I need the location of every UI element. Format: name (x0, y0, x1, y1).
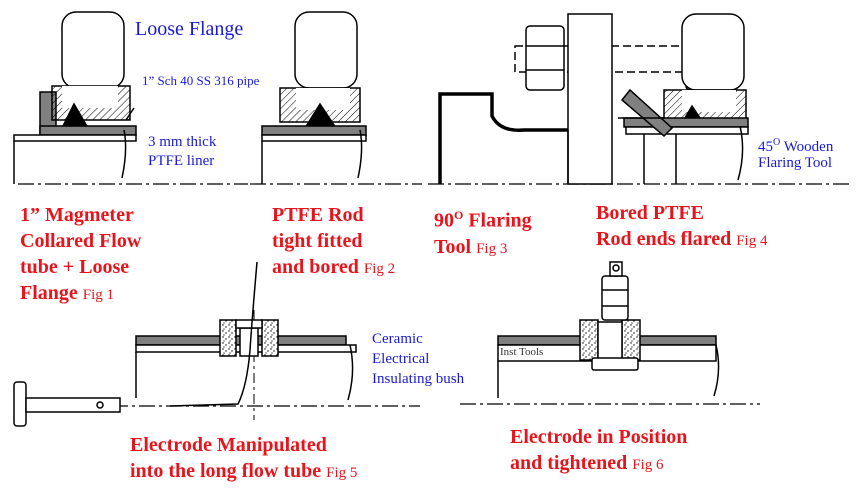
fig4-ptfe-rod (625, 126, 749, 135)
fig4-loose-flange (681, 13, 745, 91)
fig4-wooden-tool (620, 88, 674, 138)
fig5-electrode-stem (25, 397, 121, 413)
fig6-caption: Electrode in Position and tightened Fig … (510, 426, 688, 474)
wooden-tool-label-line2: Flaring Tool (758, 155, 833, 171)
fig2-loose-flange (294, 11, 358, 89)
fig3-flaring-tool (438, 92, 568, 184)
fig6-bush-left (579, 319, 599, 361)
fig5-bush-core (239, 327, 259, 357)
fig1-caption: 1” Magmeter Collared Flow tube + Loose F… (20, 204, 142, 304)
wooden-tool-label-line1: 45O Wooden (758, 137, 834, 155)
liner-label-line1: 3 mm thick (148, 134, 217, 150)
fig5-electrode-head (13, 381, 27, 427)
fig4-pipe-wall (623, 117, 749, 128)
fig1-pipe-wall (39, 125, 137, 136)
loose-flange-label: Loose Flange (135, 18, 244, 40)
fig2-ptfe-rod (261, 134, 367, 142)
pipe-spec-label: 1” Sch 40 SS 316 pipe (142, 73, 260, 88)
fig5-caption: Electrode Manipulated into the long flow… (130, 434, 358, 482)
fig4-nut-left (525, 25, 565, 91)
fig2-drawing (250, 11, 422, 185)
fig6-nut (601, 275, 629, 321)
fig6-bush-right (621, 319, 641, 361)
fig5-electrode-wire (169, 261, 258, 407)
fig6-electrode-tip (591, 357, 639, 371)
fig2-pipe-wall (261, 125, 367, 136)
fig6-electrode-body (597, 321, 623, 361)
fig5-drawing (13, 261, 420, 427)
fig1-loose-flange (61, 11, 125, 89)
bush-label-line1: Ceramic (372, 331, 423, 347)
fig3-fig4-drawing (428, 13, 850, 185)
fig5-bush-right (261, 319, 279, 357)
fig5-bush-left (219, 319, 237, 357)
fig1-ptfe-liner (13, 134, 137, 142)
fig2-caption: PTFE Rod tight fitted and bored Fig 2 (272, 204, 396, 278)
fig6-drawing (460, 261, 760, 405)
fig4-caption: Bored PTFE Rod ends flared Fig 4 (596, 202, 768, 250)
liner-label-line2: PTFE liner (148, 153, 215, 169)
fig3-tool-shaft (567, 13, 613, 185)
fig3-caption: 90O Flaring Tool Fig 3 (434, 208, 532, 258)
watermark: Inst Tools (500, 346, 544, 358)
fig1-drawing (13, 11, 248, 185)
bush-label-line3: Insulating bush (372, 371, 465, 387)
bush-label-line2: Electrical (372, 351, 430, 367)
